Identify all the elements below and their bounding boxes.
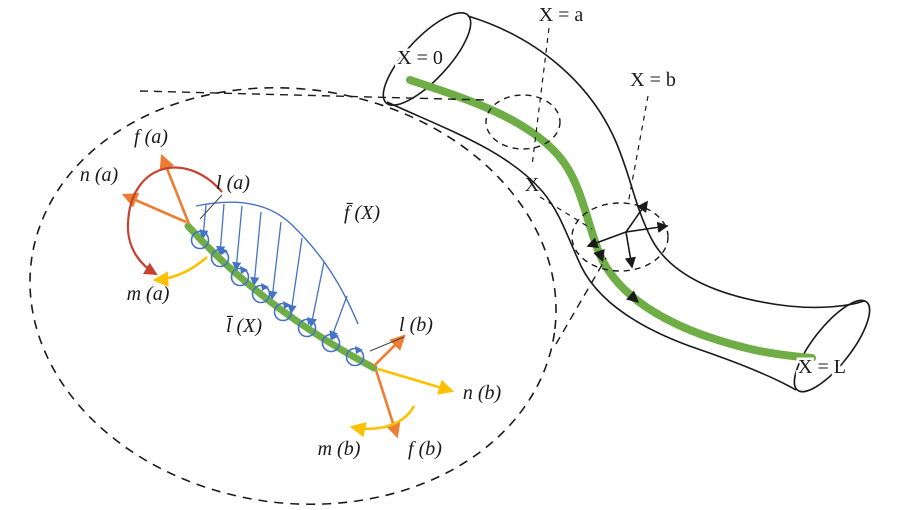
moment-loop-arrow <box>331 332 339 340</box>
leader-l-a <box>199 194 223 220</box>
moment-loop <box>273 302 293 322</box>
label-n-b: n (b) <box>463 382 502 404</box>
force-arrow-n-b <box>377 367 455 395</box>
leader-l-b <box>369 336 405 352</box>
tube-upper-outline <box>467 15 865 309</box>
moment-loop <box>190 230 210 250</box>
rod-tangent-arrowhead <box>593 248 605 263</box>
rod-tangent-arrowhead <box>626 290 640 303</box>
distributed-force-boundary <box>195 201 359 325</box>
label-n-a: n (a) <box>80 164 119 186</box>
zoom-connector-top <box>139 90 486 101</box>
moment-arc-m-b <box>349 405 416 438</box>
moment-loop-arrow <box>200 229 208 237</box>
label-f-a: f (a) <box>134 126 168 148</box>
label-x-eq-b: X = b <box>630 69 676 91</box>
rod-tube-view: X = a X = 0 X = b X X = L <box>382 4 871 393</box>
moment-arc-a <box>126 166 223 276</box>
director-arrow <box>624 231 636 269</box>
moment-loop-arrow <box>355 346 363 354</box>
hatch-line <box>268 221 282 301</box>
tube-opening-left <box>382 12 472 106</box>
distributed-force-hatching <box>199 203 348 341</box>
moment-loop-arrow <box>307 317 315 325</box>
label-x-eq-a: X = a <box>539 4 584 26</box>
moment-loop-arrow <box>283 301 291 309</box>
moment-loop-arrow <box>240 266 248 274</box>
director-frame <box>586 200 669 269</box>
label-fbar-x: f̄ (X) <box>344 202 380 224</box>
label-x: X <box>525 174 540 196</box>
label-l-a: l (a) <box>216 172 250 194</box>
hatch-line <box>287 237 303 315</box>
tube-lower-outline <box>386 101 797 391</box>
hatch-line <box>232 205 243 272</box>
label-f-b: f (b) <box>408 438 442 460</box>
tube-opening-right <box>793 299 871 393</box>
moment-loop <box>230 267 250 287</box>
director-arrow <box>625 221 669 233</box>
free-body-diagram: f (a) n (a) l (a) m (a) f̄ (X) l̄ (X) l … <box>80 126 502 460</box>
hatch-line <box>329 295 348 341</box>
distributed-moment-loops <box>190 229 365 367</box>
label-x-eq-L: X = L <box>798 356 846 378</box>
force-arrow-b-up <box>373 334 406 367</box>
force-arrow-n-a <box>121 193 187 224</box>
leader-x-b <box>627 95 649 205</box>
moment-loop <box>321 333 341 353</box>
moment-loop-arrow <box>261 283 269 291</box>
moment-loop <box>210 248 230 268</box>
hatch-line <box>216 203 226 256</box>
zoom-bubble <box>29 86 607 506</box>
detail-circle-a <box>485 94 561 150</box>
moment-loop <box>297 318 317 338</box>
hatch-line <box>250 211 262 287</box>
hatch-line <box>308 261 325 328</box>
detail-circle-b <box>571 202 669 272</box>
rod-centerline <box>406 76 816 362</box>
moment-loop <box>345 347 365 367</box>
leader-x <box>539 196 593 230</box>
moment-loop <box>251 284 271 304</box>
label-lbar-x: l̄ (X) <box>226 315 262 337</box>
director-arrow <box>625 200 648 233</box>
label-m-b: m (b) <box>318 438 361 460</box>
label-x-eq-0: X = 0 <box>397 47 443 69</box>
leader-x-a <box>531 27 550 167</box>
zoom-connector-bottom <box>555 257 607 345</box>
label-l-b: l (b) <box>399 314 433 336</box>
director-arrow <box>586 231 627 248</box>
moment-loop-arrow <box>220 247 228 255</box>
label-m-a: m (a) <box>127 283 170 305</box>
moment-arrow-m-a <box>152 256 208 288</box>
zoom-ellipse <box>29 86 557 506</box>
